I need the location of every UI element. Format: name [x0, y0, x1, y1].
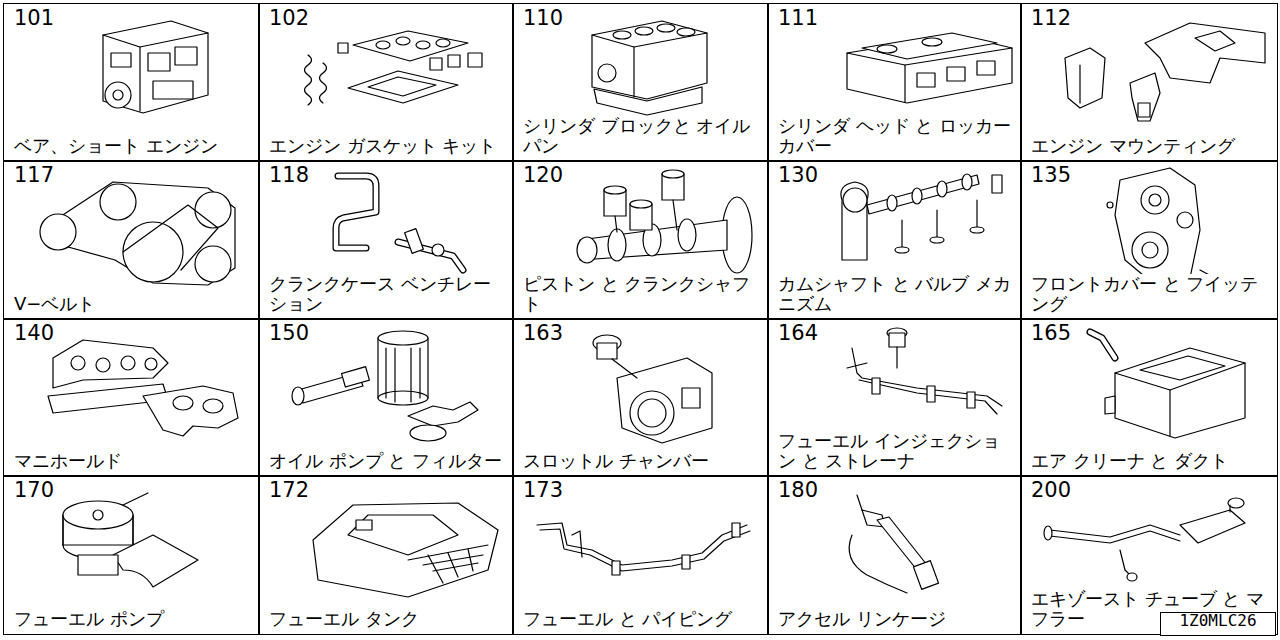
- index-cell: 165 エア クリーナ と ダクト: [1020, 318, 1278, 477]
- section-number: 118: [269, 164, 309, 187]
- index-cell: 112 エンジン マウンティング: [1020, 3, 1278, 162]
- fuel-piping-illustration: [537, 523, 750, 575]
- section-name: マニホールド: [14, 451, 122, 471]
- index-cell: 200エキゾースト チューブ と マフラー: [1020, 475, 1278, 635]
- engine-illustration: [103, 21, 208, 113]
- section-name: カムシャフト と バルブ メカニズム: [778, 274, 1015, 314]
- cylinder-head-illustration: [847, 33, 1012, 103]
- throttle-chamber-illustration: [593, 335, 712, 443]
- section-name: フューエル タンク: [269, 609, 419, 629]
- section-number: 170: [14, 479, 54, 502]
- section-name: フューエル インジェクション と ストレーナ: [778, 431, 1015, 471]
- section-number: 172: [269, 479, 309, 502]
- section-number: 101: [14, 7, 54, 30]
- index-cell: 173 フューエル と パイピング: [512, 475, 769, 635]
- v-belt-illustration: [40, 182, 235, 285]
- index-cell: 120 ピストン と クランクシャフト: [512, 160, 769, 320]
- index-cell: 135 フロントカバー と フイッテング: [1020, 160, 1278, 320]
- index-cell: 163 スロットル チャンバー: [512, 318, 769, 477]
- section-number: 163: [523, 322, 563, 345]
- section-number: 180: [778, 479, 818, 502]
- fuel-tank-illustration: [313, 503, 498, 597]
- section-number: 165: [1031, 322, 1071, 345]
- index-cell: 170 フューエル ポンプ: [3, 475, 260, 635]
- section-name: エア クリーナ と ダクト: [1031, 451, 1228, 471]
- section-name: ベア、ショート エンジン: [14, 136, 218, 156]
- section-name: フロントカバー と フイッテング: [1031, 274, 1271, 314]
- section-number: 130: [778, 164, 818, 187]
- section-name: アクセル リンケージ: [778, 609, 946, 629]
- drawing-code: 1Z0MLC26: [1179, 613, 1256, 629]
- fuel-injection-illustration: [847, 328, 1002, 414]
- index-cell: 102 エンジン ガスケット キット: [258, 3, 514, 162]
- section-name: クランクケース ベンチレーション: [269, 274, 507, 314]
- section-number: 120: [523, 164, 563, 187]
- drawing-code-box: 1Z0MLC26: [1160, 612, 1276, 636]
- section-number: 117: [14, 164, 54, 187]
- cylinder-block-illustration: [592, 21, 707, 115]
- manifold-illustration: [48, 340, 238, 436]
- section-number: 110: [523, 7, 563, 30]
- front-cover-illustration: [1107, 168, 1215, 285]
- index-cell: 118 クランクケース ベンチレーション: [258, 160, 514, 320]
- section-number: 173: [523, 479, 563, 502]
- index-cell: 180 アクセル リンケージ: [767, 475, 1022, 635]
- index-cell: 164 フューエル インジェクション と ストレーナ: [767, 318, 1022, 477]
- air-cleaner-illustration: [1090, 332, 1245, 438]
- index-cell: 117V−ベルト: [3, 160, 260, 320]
- section-name: シリンダ ブロックと オイルパン: [523, 116, 762, 156]
- section-number: 164: [778, 322, 818, 345]
- index-cell: 111 シリンダ ヘッド と ロッカー カバー: [767, 3, 1022, 162]
- camshaft-valve-illustration: [841, 174, 1002, 260]
- section-number: 135: [1031, 164, 1071, 187]
- section-name: シリンダ ヘッド と ロッカー カバー: [778, 116, 1015, 156]
- section-name: オイル ポンプ と フィルター: [269, 451, 502, 471]
- index-cell: 130 カムシャフト と バルブ メカニズム: [767, 160, 1022, 320]
- section-name: エンジン ガスケット キット: [269, 136, 496, 156]
- index-cell: 140 マニホールド: [3, 318, 260, 477]
- gasket-illustration: [305, 31, 483, 105]
- section-name: フューエル ポンプ: [14, 609, 164, 629]
- section-name: ピストン と クランクシャフト: [523, 274, 762, 314]
- section-number: 112: [1031, 7, 1071, 30]
- engine-mount-illustration: [1065, 23, 1265, 121]
- section-number: 140: [14, 322, 54, 345]
- section-number: 102: [269, 7, 309, 30]
- accelerator-linkage-illustration: [849, 495, 938, 593]
- index-cell: 110 シリンダ ブロックと オイルパン: [512, 3, 769, 162]
- section-number: 150: [269, 322, 309, 345]
- section-number: 200: [1031, 479, 1071, 502]
- section-name: エンジン マウンティング: [1031, 136, 1235, 156]
- piston-crank-illustration: [577, 170, 752, 273]
- index-cell: 101 ベア、ショート エンジン: [3, 3, 260, 162]
- section-name: スロットル チャンバー: [523, 451, 709, 471]
- oil-pump-filter-illustration: [292, 331, 478, 441]
- exhaust-muffler-illustration: [1044, 498, 1245, 581]
- ventilation-hose-illustration: [336, 176, 463, 270]
- index-cell: 172 フューエル タンク: [258, 475, 514, 635]
- fuel-pump-illustration: [63, 493, 198, 587]
- section-name: V−ベルト: [14, 294, 95, 314]
- section-name: フューエル と パイピング: [523, 609, 732, 629]
- section-number: 111: [778, 7, 818, 30]
- index-cell: 150 オイル ポンプ と フィルター: [258, 318, 514, 477]
